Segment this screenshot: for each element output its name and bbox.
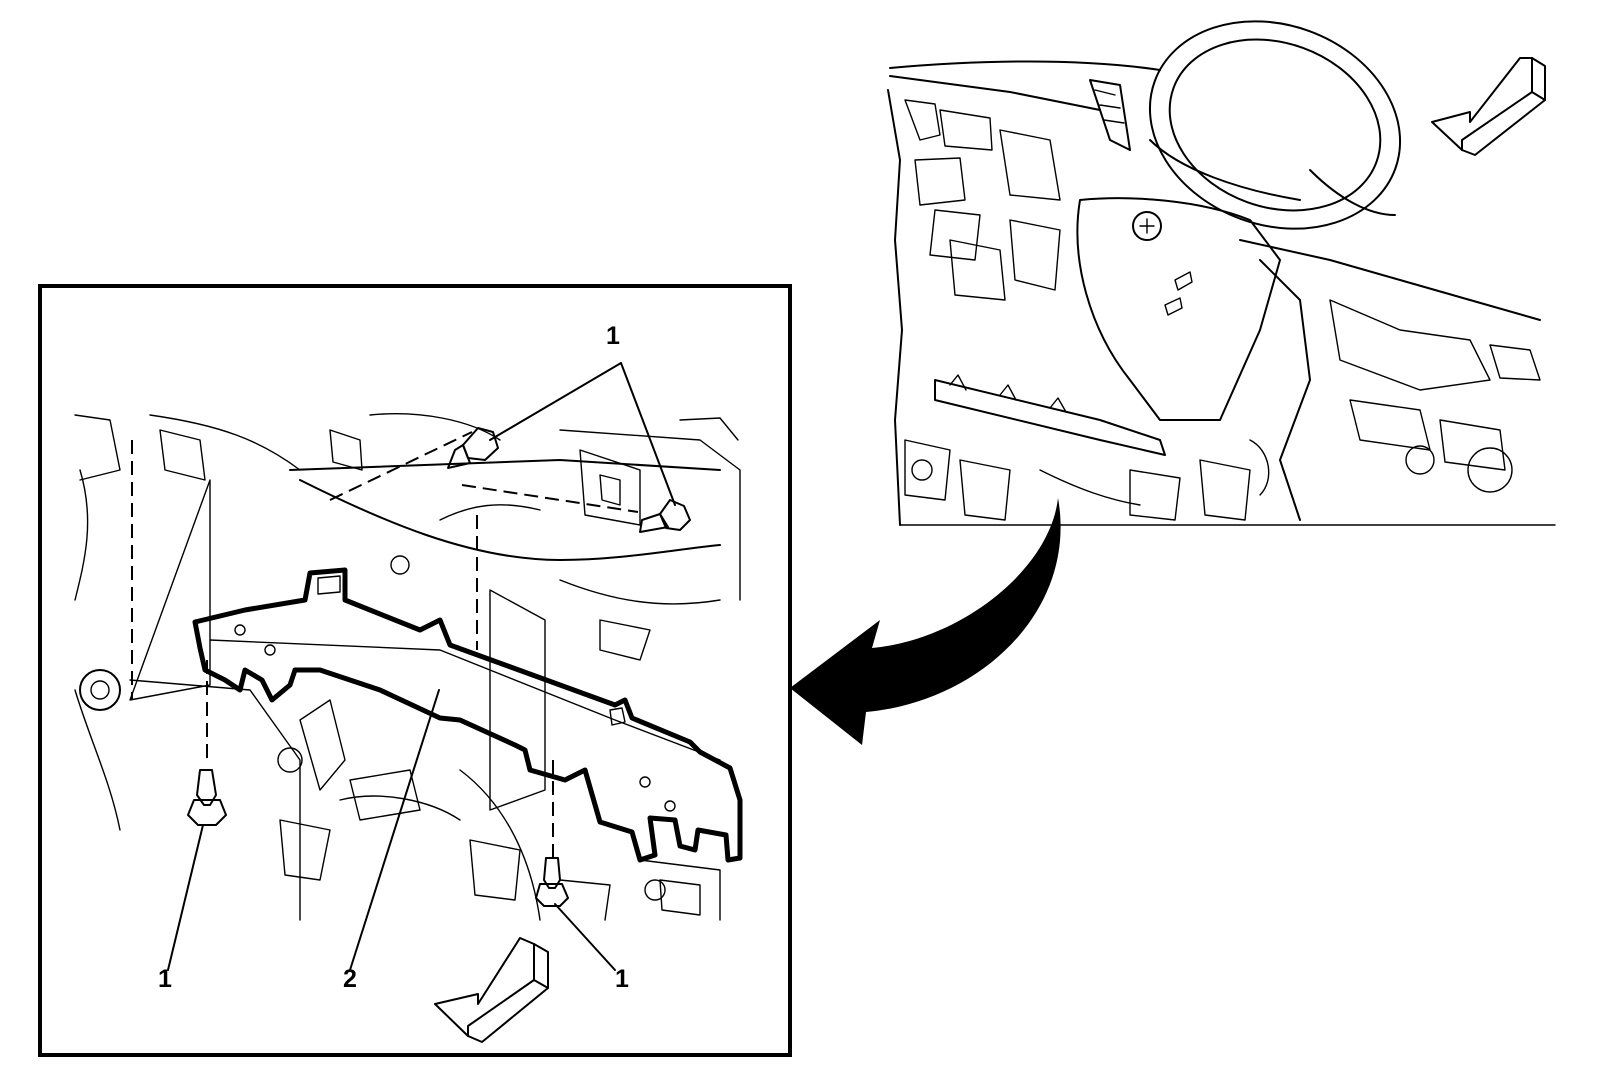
overview-view: [887, 20, 1556, 526]
callout-fastener-top: 1: [606, 322, 620, 350]
callout-fastener-bottom-right: 1: [615, 965, 629, 993]
detail-transition-arrow-icon: [790, 498, 1061, 745]
detail-inset: 1 1 2 1: [38, 284, 792, 1057]
direction-arrow-top-right-icon: [1431, 57, 1546, 156]
bolt-bottom-right: [535, 857, 569, 907]
callout-fastener-bottom-left: 1: [158, 965, 172, 993]
bolt-bottom-left: [187, 769, 227, 826]
callout-bracket: 2: [343, 965, 357, 993]
direction-arrow-inset-icon: [434, 937, 549, 1043]
bolt-top-upper: [447, 427, 499, 469]
bolt-top-right: [639, 499, 691, 533]
